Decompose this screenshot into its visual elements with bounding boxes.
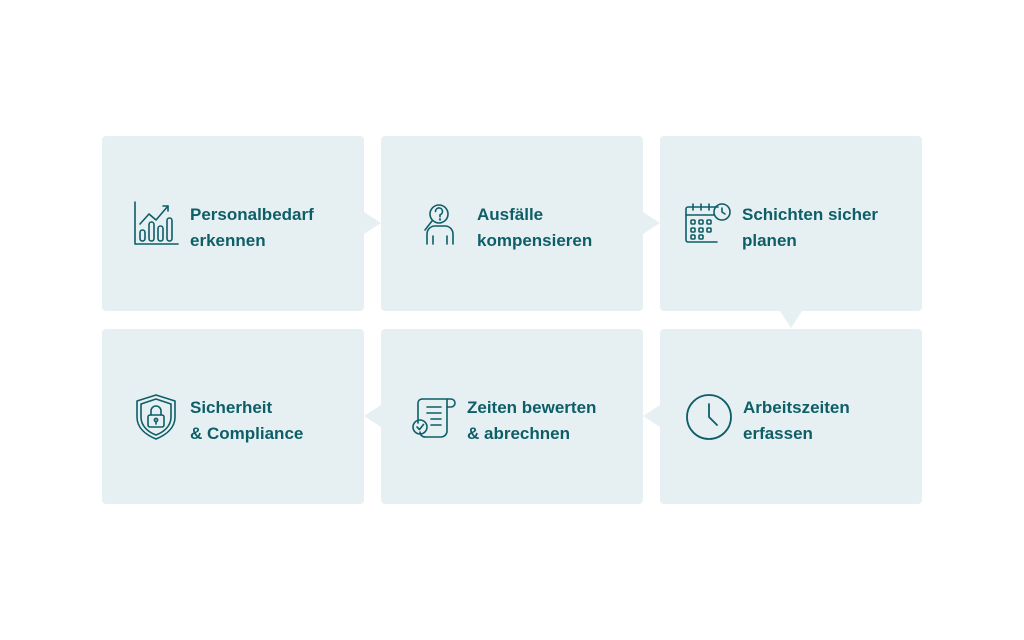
document-check-icon [409,393,457,441]
flow-arrow-left [643,405,660,427]
step-card-schichten: Schichten sicher planen [660,136,922,311]
step-label: Arbeitszeiten erfassen [743,395,850,447]
step-label-line: & Compliance [190,424,304,443]
chart-growth-icon [132,200,180,248]
step-card-arbeitszeiten: Arbeitszeiten erfassen [660,329,922,504]
step-label-line: Personalbedarf [190,205,314,224]
step-card-ausfaelle: Ausfälle kompensieren [381,136,643,311]
step-label-line: & abrechnen [467,424,570,443]
person-question-icon [419,200,467,248]
step-label: Sicherheit & Compliance [190,395,303,447]
step-label-line: Sicherheit [190,398,273,417]
step-label-line: kompensieren [477,231,593,250]
step-label: Schichten sicher planen [742,202,878,254]
shield-lock-icon [132,393,180,441]
step-label-line: erfassen [743,424,813,443]
step-label-line: Ausfälle [477,205,544,224]
step-label: Zeiten bewerten & abrechnen [467,395,596,447]
clock-icon [685,393,733,441]
calendar-clock-icon [684,200,732,248]
step-card-personalbedarf: Personalbedarf erkennen [102,136,364,311]
step-label: Ausfälle kompensieren [477,202,592,254]
flow-arrow-right [643,212,660,234]
step-card-sicherheit: Sicherheit & Compliance [102,329,364,504]
flow-arrow-left [364,405,381,427]
step-label-line: Arbeitszeiten [743,398,850,417]
step-label: Personalbedarf erkennen [190,202,314,254]
step-card-zeiten-bewerten: Zeiten bewerten & abrechnen [381,329,643,504]
step-label-line: erkennen [190,231,266,250]
step-label-line: planen [742,231,797,250]
flow-arrow-right [364,212,381,234]
flow-arrow-down [780,311,802,328]
step-label-line: Zeiten bewerten [467,398,597,417]
step-label-line: Schichten sicher [742,205,879,224]
